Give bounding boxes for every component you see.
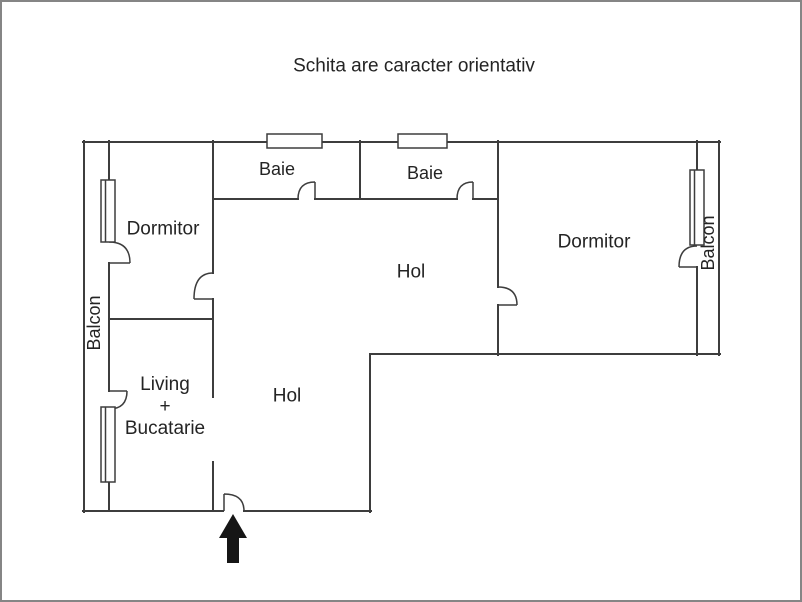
window-dormitor-right (689, 169, 705, 246)
page-title: Schita are caracter orientativ (293, 55, 535, 77)
room-label-balcon-right: Balcon (698, 215, 719, 271)
window-baie-right (397, 133, 448, 149)
living-label-line2: + (159, 396, 171, 417)
room-label-balcon-left: Balcon (84, 295, 105, 351)
door-arc-dormitor-left-balcony (108, 241, 131, 264)
living-label-line3: Bucatarie (124, 418, 206, 439)
room-label-baie-right: Baie (406, 163, 444, 184)
window-living (100, 406, 116, 483)
room-label-dormitor-left: Dormitor (126, 218, 200, 240)
window-baie-left (266, 133, 323, 149)
room-label-dormitor-right: Dormitor (557, 231, 631, 253)
door-arc-balcony-right (678, 245, 698, 268)
room-label-baie-left: Baie (258, 159, 296, 180)
door-arc-baie-right (456, 181, 474, 200)
door-arc-dormitor-right (497, 286, 518, 306)
entrance-arrow-icon (219, 514, 247, 563)
door-arc-dormitor-left (193, 272, 214, 300)
walls (82, 140, 721, 513)
window-dormitor-left (100, 179, 116, 243)
room-label-living-bucatarie: Living + Bucatarie (125, 374, 205, 440)
door-arc-entrance (223, 493, 245, 512)
room-label-hol-lower: Hol (272, 385, 302, 407)
window-symbols (100, 133, 705, 483)
room-label-hol-main: Hol (396, 261, 426, 283)
door-arc-baie-left (297, 181, 316, 200)
living-label-line1: Living (140, 374, 190, 395)
